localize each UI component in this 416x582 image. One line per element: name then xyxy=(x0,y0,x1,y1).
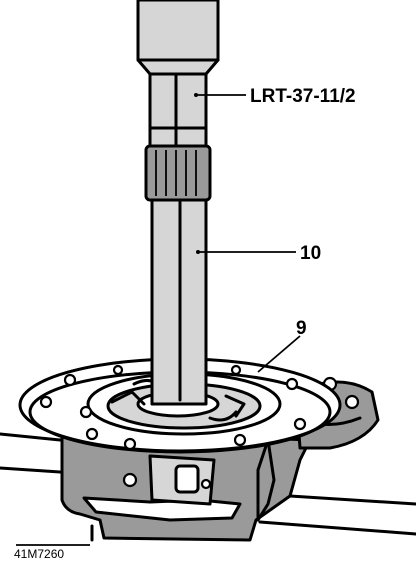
label-tool: LRT-37-11/2 xyxy=(250,86,356,107)
splined-coupling xyxy=(144,144,212,202)
leader-lines xyxy=(194,93,301,373)
bench-frame xyxy=(0,432,416,546)
shaft xyxy=(150,196,208,406)
figure-reference: 41M7260 xyxy=(14,547,64,561)
pump-housing xyxy=(60,428,312,542)
special-tool xyxy=(136,0,220,148)
label-shaft: 10 xyxy=(300,243,321,264)
label-housing: 9 xyxy=(296,318,307,339)
